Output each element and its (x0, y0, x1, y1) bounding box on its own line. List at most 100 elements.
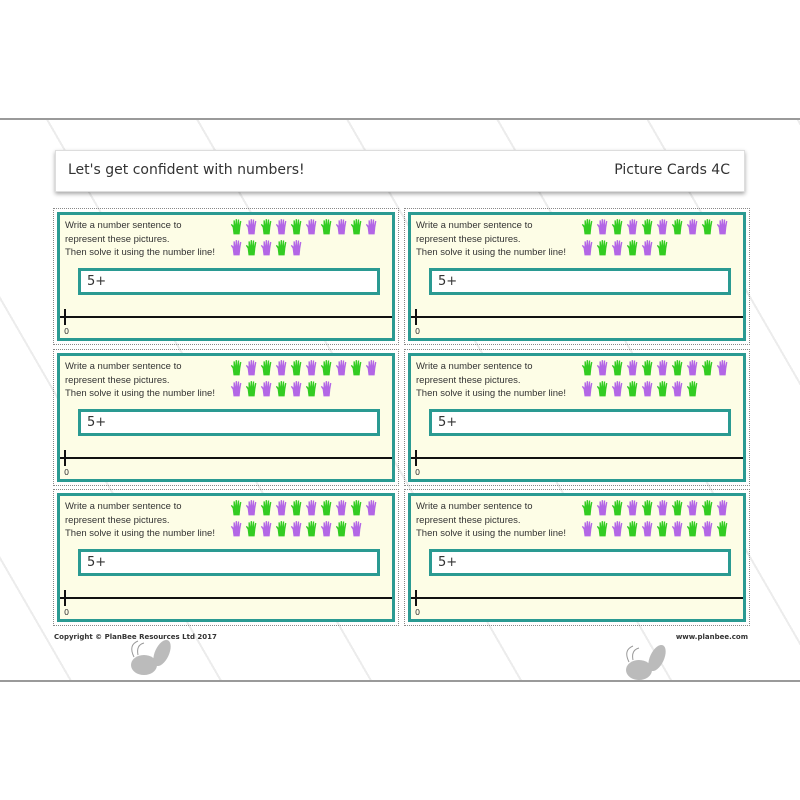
hand-icon (305, 217, 320, 237)
number-line (411, 457, 743, 459)
hand-icon (245, 217, 260, 237)
number-line-tick (64, 590, 66, 606)
number-line-tick (415, 309, 417, 325)
bee-logo-icon (131, 639, 171, 675)
hand-icon (365, 358, 380, 378)
hand-icon (641, 498, 656, 518)
number-line-tick (64, 450, 66, 466)
hand-icon (290, 238, 305, 258)
hand-icon (626, 379, 641, 399)
instruction-line: Write a number sentence to (416, 361, 533, 372)
instruction-line: represent these pictures. (416, 374, 521, 386)
instructions: Write a number sentence to represent the… (65, 219, 215, 260)
hand-icon (581, 238, 596, 258)
instruction-line: Write a number sentence to (65, 501, 182, 512)
hand-icon (305, 358, 320, 378)
hand-icon (305, 498, 320, 518)
hand-icon (260, 358, 275, 378)
hand-row (581, 519, 731, 540)
hand-icon (245, 358, 260, 378)
hand-icon (626, 217, 641, 237)
number-line (60, 316, 392, 318)
hand-row (581, 217, 731, 238)
copyright-text: Copyright © PlanBee Resources Ltd 2017 (54, 633, 217, 641)
hand-pictures (581, 358, 731, 400)
hand-icon (245, 379, 260, 399)
hand-icon (230, 238, 245, 258)
hand-icon (230, 217, 245, 237)
hand-icon (350, 519, 365, 539)
picture-card: Write a number sentence to represent the… (404, 208, 750, 345)
hand-icon (290, 498, 305, 518)
card-body: Write a number sentence to represent the… (57, 353, 395, 482)
hand-icon (671, 498, 686, 518)
card-body: Write a number sentence to represent the… (57, 212, 395, 341)
hand-pictures (230, 498, 380, 540)
hand-icon (656, 519, 671, 539)
hand-icon (245, 498, 260, 518)
hand-icon (581, 379, 596, 399)
hand-icon (641, 238, 656, 258)
number-line-tick (415, 590, 417, 606)
hand-icon (596, 358, 611, 378)
instruction-line: represent these pictures. (65, 233, 170, 245)
instruction-line: represent these pictures. (65, 514, 170, 526)
answer-box[interactable]: 5+ (429, 268, 731, 295)
hand-icon (320, 379, 335, 399)
hand-icon (335, 519, 350, 539)
hand-icon (260, 379, 275, 399)
hand-icon (305, 519, 320, 539)
instructions: Write a number sentence to represent the… (416, 500, 566, 541)
hand-icon (611, 379, 626, 399)
hand-icon (335, 358, 350, 378)
header-title: Let's get confident with numbers! (68, 162, 305, 178)
hand-icon (611, 519, 626, 539)
answer-box[interactable]: 5+ (429, 409, 731, 436)
hand-icon (716, 358, 731, 378)
hand-row (230, 498, 380, 519)
hand-icon (275, 379, 290, 399)
hand-icon (596, 217, 611, 237)
hand-icon (686, 217, 701, 237)
hand-icon (365, 217, 380, 237)
hand-icon (626, 498, 641, 518)
answer-box[interactable]: 5+ (78, 409, 380, 436)
hand-icon (656, 217, 671, 237)
zero-label: 0 (64, 468, 70, 477)
hand-icon (626, 238, 641, 258)
answer-prefix: 5+ (438, 415, 458, 430)
answer-box[interactable]: 5+ (429, 549, 731, 576)
hand-icon (335, 498, 350, 518)
hand-icon (260, 217, 275, 237)
hand-icon (350, 217, 365, 237)
hand-icon (305, 379, 320, 399)
instruction-line: Then solve it using the number line! (65, 388, 215, 399)
zero-label: 0 (64, 327, 70, 336)
picture-card: Write a number sentence to represent the… (53, 208, 399, 345)
hand-icon (656, 358, 671, 378)
card-body: Write a number sentence to represent the… (57, 493, 395, 622)
answer-box[interactable]: 5+ (78, 268, 380, 295)
hand-icon (641, 519, 656, 539)
hand-pictures (581, 498, 731, 540)
instruction-line: Then solve it using the number line! (65, 528, 215, 539)
bee-logo-icon (626, 644, 666, 680)
zero-label: 0 (64, 608, 70, 617)
hand-icon (260, 498, 275, 518)
hand-icon (626, 519, 641, 539)
hand-icon (290, 379, 305, 399)
instruction-line: Then solve it using the number line! (416, 247, 566, 258)
hand-icon (290, 358, 305, 378)
hand-icon (581, 519, 596, 539)
hand-row (230, 238, 380, 259)
answer-box[interactable]: 5+ (78, 549, 380, 576)
card-body: Write a number sentence to represent the… (408, 353, 746, 482)
hand-icon (260, 238, 275, 258)
hand-icon (230, 519, 245, 539)
answer-prefix: 5+ (438, 274, 458, 289)
hand-icon (350, 358, 365, 378)
header-subtitle: Picture Cards 4C (614, 162, 730, 178)
instruction-line: Write a number sentence to (65, 220, 182, 231)
hand-row (230, 358, 380, 379)
hand-icon (641, 217, 656, 237)
